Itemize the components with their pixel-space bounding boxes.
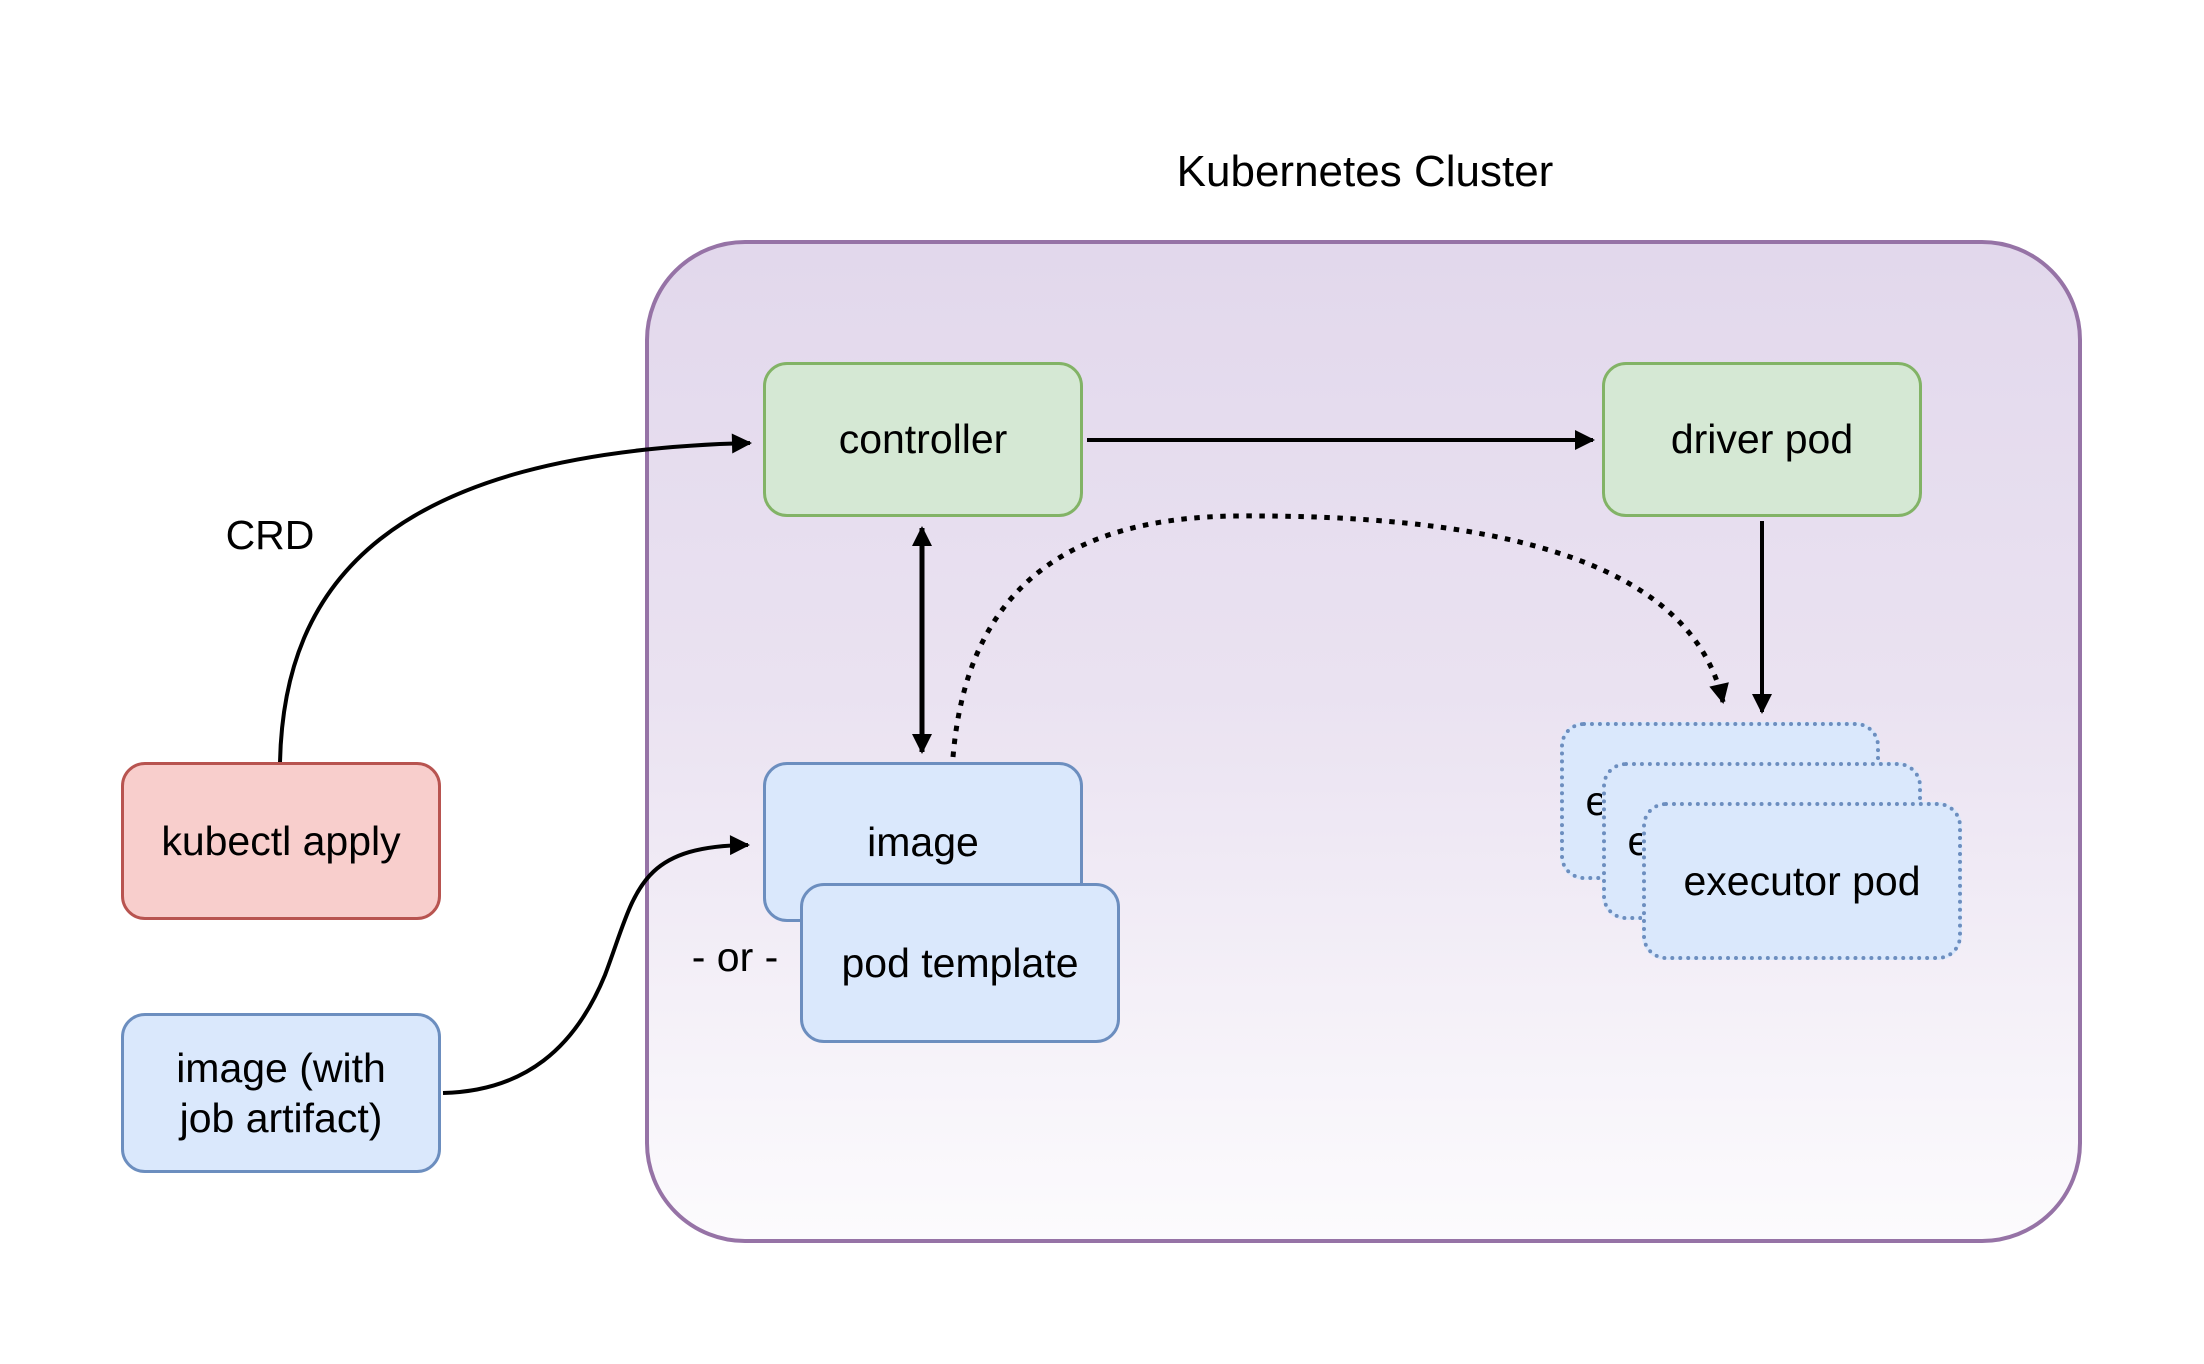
edge-artifact-image-to-image	[442, 835, 750, 1095]
controller-label: controller	[838, 416, 1008, 463]
executor-pod-box-front: executor pod	[1642, 802, 1962, 960]
edge-label-or: - or -	[691, 934, 779, 980]
edge-label-crd: CRD	[225, 512, 315, 558]
kubectl-apply-label: kubectl apply	[161, 817, 401, 864]
pod-template-label: pod template	[841, 939, 1079, 986]
image-with-job-artifact-label: image (with job artifact)	[176, 1044, 386, 1141]
kubectl-apply-box: kubectl apply	[121, 762, 441, 920]
edge-image-to-executor-pods-dotted	[950, 513, 1729, 758]
image-with-job-artifact-box: image (with job artifact)	[121, 1013, 441, 1173]
driver-pod-label: driver pod	[1670, 416, 1854, 463]
executor-pod-label: executor pod	[1683, 857, 1921, 904]
image-label: image	[867, 818, 979, 865]
controller-box: controller	[763, 362, 1083, 517]
diagram-title: Kubernetes Cluster	[1176, 147, 1554, 196]
edge-crd-kubectl-to-controller	[278, 433, 752, 763]
pod-template-box: pod template	[800, 883, 1120, 1043]
driver-pod-box: driver pod	[1602, 362, 1922, 517]
